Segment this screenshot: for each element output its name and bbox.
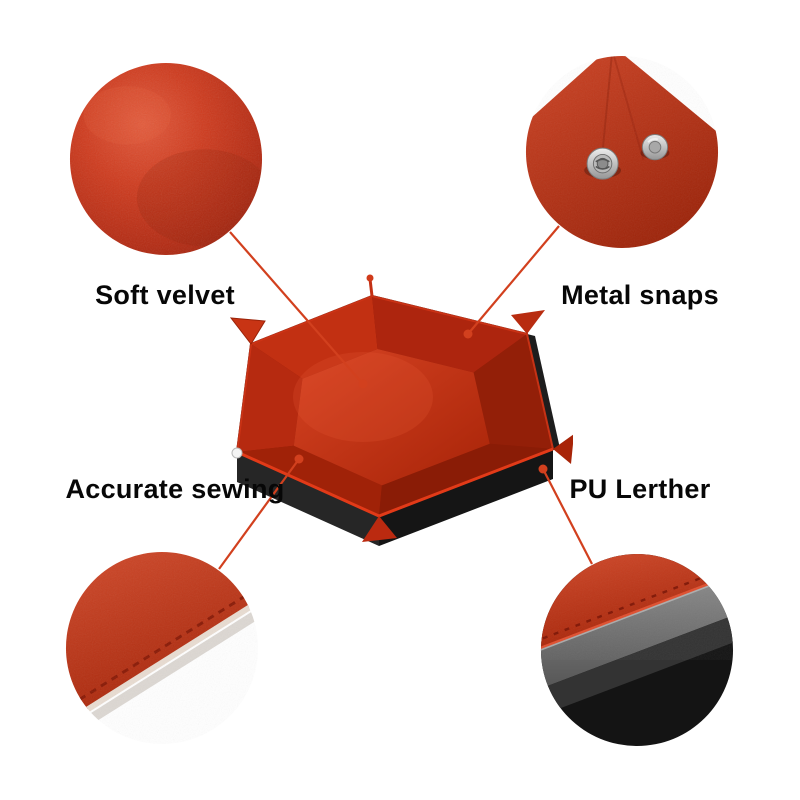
metal-snap-male: [640, 134, 670, 161]
sewing-closeup-image: [65, 551, 259, 745]
callout-label-soft-velvet: Soft velvet: [95, 280, 235, 310]
dice-tray-illustration: [213, 272, 574, 572]
corner-tab-bottom: [362, 516, 397, 542]
tray-outer-wall-right: [379, 449, 553, 546]
metal-snaps-closeup-image: [525, 55, 719, 249]
callout-label-metal-snaps: Metal snaps: [561, 280, 719, 310]
tray-outer-wall-right-upper: [527, 334, 561, 453]
snap-hole: [231, 447, 243, 459]
corner-peg: [368, 278, 374, 297]
soft-velvet-closeup-image: [69, 62, 263, 256]
callout-label-accurate-sewing: Accurate sewing: [65, 474, 285, 504]
metal-snap-female: [584, 147, 622, 180]
pu-leather-closeup-image: [540, 553, 734, 747]
callout-label-pu-lerther: PU Lerther: [569, 474, 711, 504]
corner-tab-right: [553, 434, 574, 464]
